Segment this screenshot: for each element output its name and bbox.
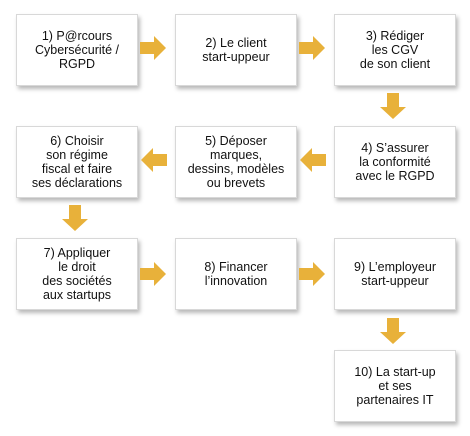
step-box-7: 7) Appliquer le droit des sociétés aux s… [16, 238, 138, 310]
step-box-3: 3) Rédiger les CGV de son client [334, 14, 456, 86]
step-box-1: 1) P@rcours Cybersécurité / RGPD [16, 14, 138, 86]
arrow-down-icon [380, 318, 406, 344]
step-box-2: 2) Le client start-uppeur [175, 14, 297, 86]
arrow-left-icon [300, 148, 326, 172]
step-label: 9) L’employeur start-uppeur [354, 260, 436, 288]
step-label: 10) La start-up et ses partenaires IT [354, 365, 436, 407]
step-box-5: 5) Déposer marques, dessins, modèles ou … [175, 126, 297, 198]
arrow-left-icon [141, 148, 167, 172]
step-box-10: 10) La start-up et ses partenaires IT [334, 350, 456, 422]
arrow-right-icon [299, 36, 325, 60]
step-label: 2) Le client start-uppeur [202, 36, 270, 64]
step-label: 3) Rédiger les CGV de son client [359, 29, 431, 71]
step-label: 1) P@rcours Cybersécurité / RGPD [34, 29, 120, 71]
step-label: 6) Choisir son régime fiscal et faire se… [31, 134, 123, 190]
step-label: 8) Financer l’innovation [204, 260, 268, 288]
arrow-down-icon [62, 205, 88, 231]
arrow-down-icon [380, 93, 406, 119]
step-label: 7) Appliquer le droit des sociétés aux s… [42, 246, 112, 302]
step-label: 5) Déposer marques, dessins, modèles ou … [187, 134, 285, 190]
step-box-9: 9) L’employeur start-uppeur [334, 238, 456, 310]
arrow-right-icon [299, 262, 325, 286]
step-label: 4) S’assurer la conformité avec le RGPD [355, 141, 435, 183]
arrow-right-icon [140, 36, 166, 60]
step-box-6: 6) Choisir son régime fiscal et faire se… [16, 126, 138, 198]
step-box-4: 4) S’assurer la conformité avec le RGPD [334, 126, 456, 198]
step-box-8: 8) Financer l’innovation [175, 238, 297, 310]
arrow-right-icon [140, 262, 166, 286]
